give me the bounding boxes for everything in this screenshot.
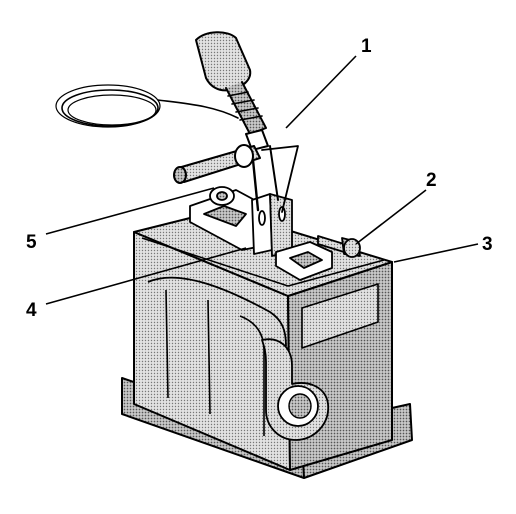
callout-leader-lines — [45, 55, 479, 305]
level-sensor-assembly — [55, 31, 299, 213]
callout-1: 1 — [361, 36, 372, 57]
mounting-bracket-right — [275, 241, 333, 281]
leader-line-5 — [45, 187, 215, 235]
callout-4: 4 — [26, 300, 37, 321]
callout-labels: 1 2 3 4 5 — [26, 36, 493, 321]
reservoir-housing — [121, 209, 413, 479]
leader-line-2 — [355, 189, 427, 245]
leader-line-4 — [45, 247, 247, 305]
leader-line-1 — [285, 55, 357, 129]
leader-line-3 — [393, 243, 479, 263]
callout-5: 5 — [26, 232, 37, 253]
bolt-2 — [317, 235, 361, 258]
callout-3: 3 — [482, 234, 493, 255]
callout-2: 2 — [426, 170, 437, 191]
